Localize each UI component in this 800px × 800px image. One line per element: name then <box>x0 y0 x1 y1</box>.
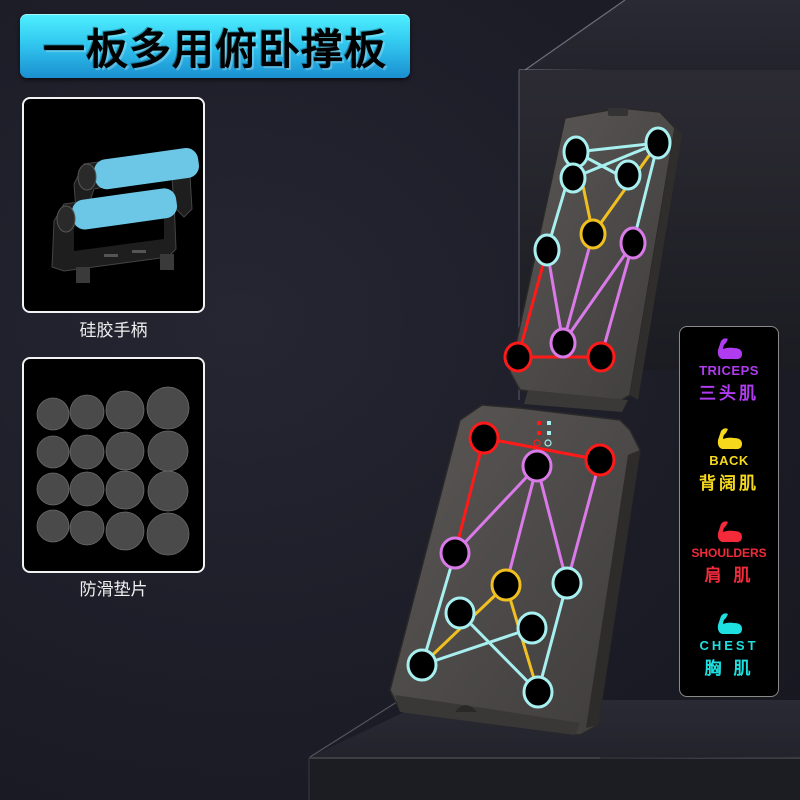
legend-en-chest: CHEST <box>699 638 759 653</box>
legend-item-triceps: TRICEPS 三头肌 <box>680 337 778 404</box>
legend-cn-shoulders: 肩 肌 <box>704 566 754 586</box>
flexed-arm-icon <box>717 428 742 450</box>
page-title: 一板多用俯卧撑板 <box>42 24 387 74</box>
flexed-arm-icon <box>717 613 742 635</box>
legend-en-triceps: TRICEPS <box>699 363 759 378</box>
accessory-label-handles: 硅胶手柄 <box>79 321 148 341</box>
title-banner: 一板多用俯卧撑板 <box>20 14 410 78</box>
legend-cn-back: 背阔肌 <box>699 474 759 494</box>
legend-item-shoulders: SHOULDERS 肩 肌 <box>680 520 778 586</box>
legend-item-back: BACK 背阔肌 <box>680 427 778 494</box>
legend-en-back: BACK <box>709 453 749 468</box>
accessory-card-pads <box>22 357 205 573</box>
upper-board-panel <box>503 107 682 412</box>
accessory-label-pads: 防滑垫片 <box>79 580 148 600</box>
legend-item-chest: CHEST 胸 肌 <box>680 612 778 679</box>
muscle-legend: TRICEPS 三头肌 BACK 背阔肌 SHOULDERS 肩 肌 CHEST… <box>679 326 779 697</box>
lower-board-panel <box>389 404 641 736</box>
flexed-arm-icon <box>717 521 742 543</box>
silicone-handles-image <box>51 148 199 283</box>
flexed-arm-icon <box>717 338 742 360</box>
accessory-card-handles <box>22 97 205 313</box>
legend-cn-chest: 胸 肌 <box>704 659 754 679</box>
legend-en-shoulders: SHOULDERS <box>691 546 767 560</box>
legend-cn-triceps: 三头肌 <box>699 384 759 404</box>
anti-slip-pads-image <box>36 386 190 556</box>
